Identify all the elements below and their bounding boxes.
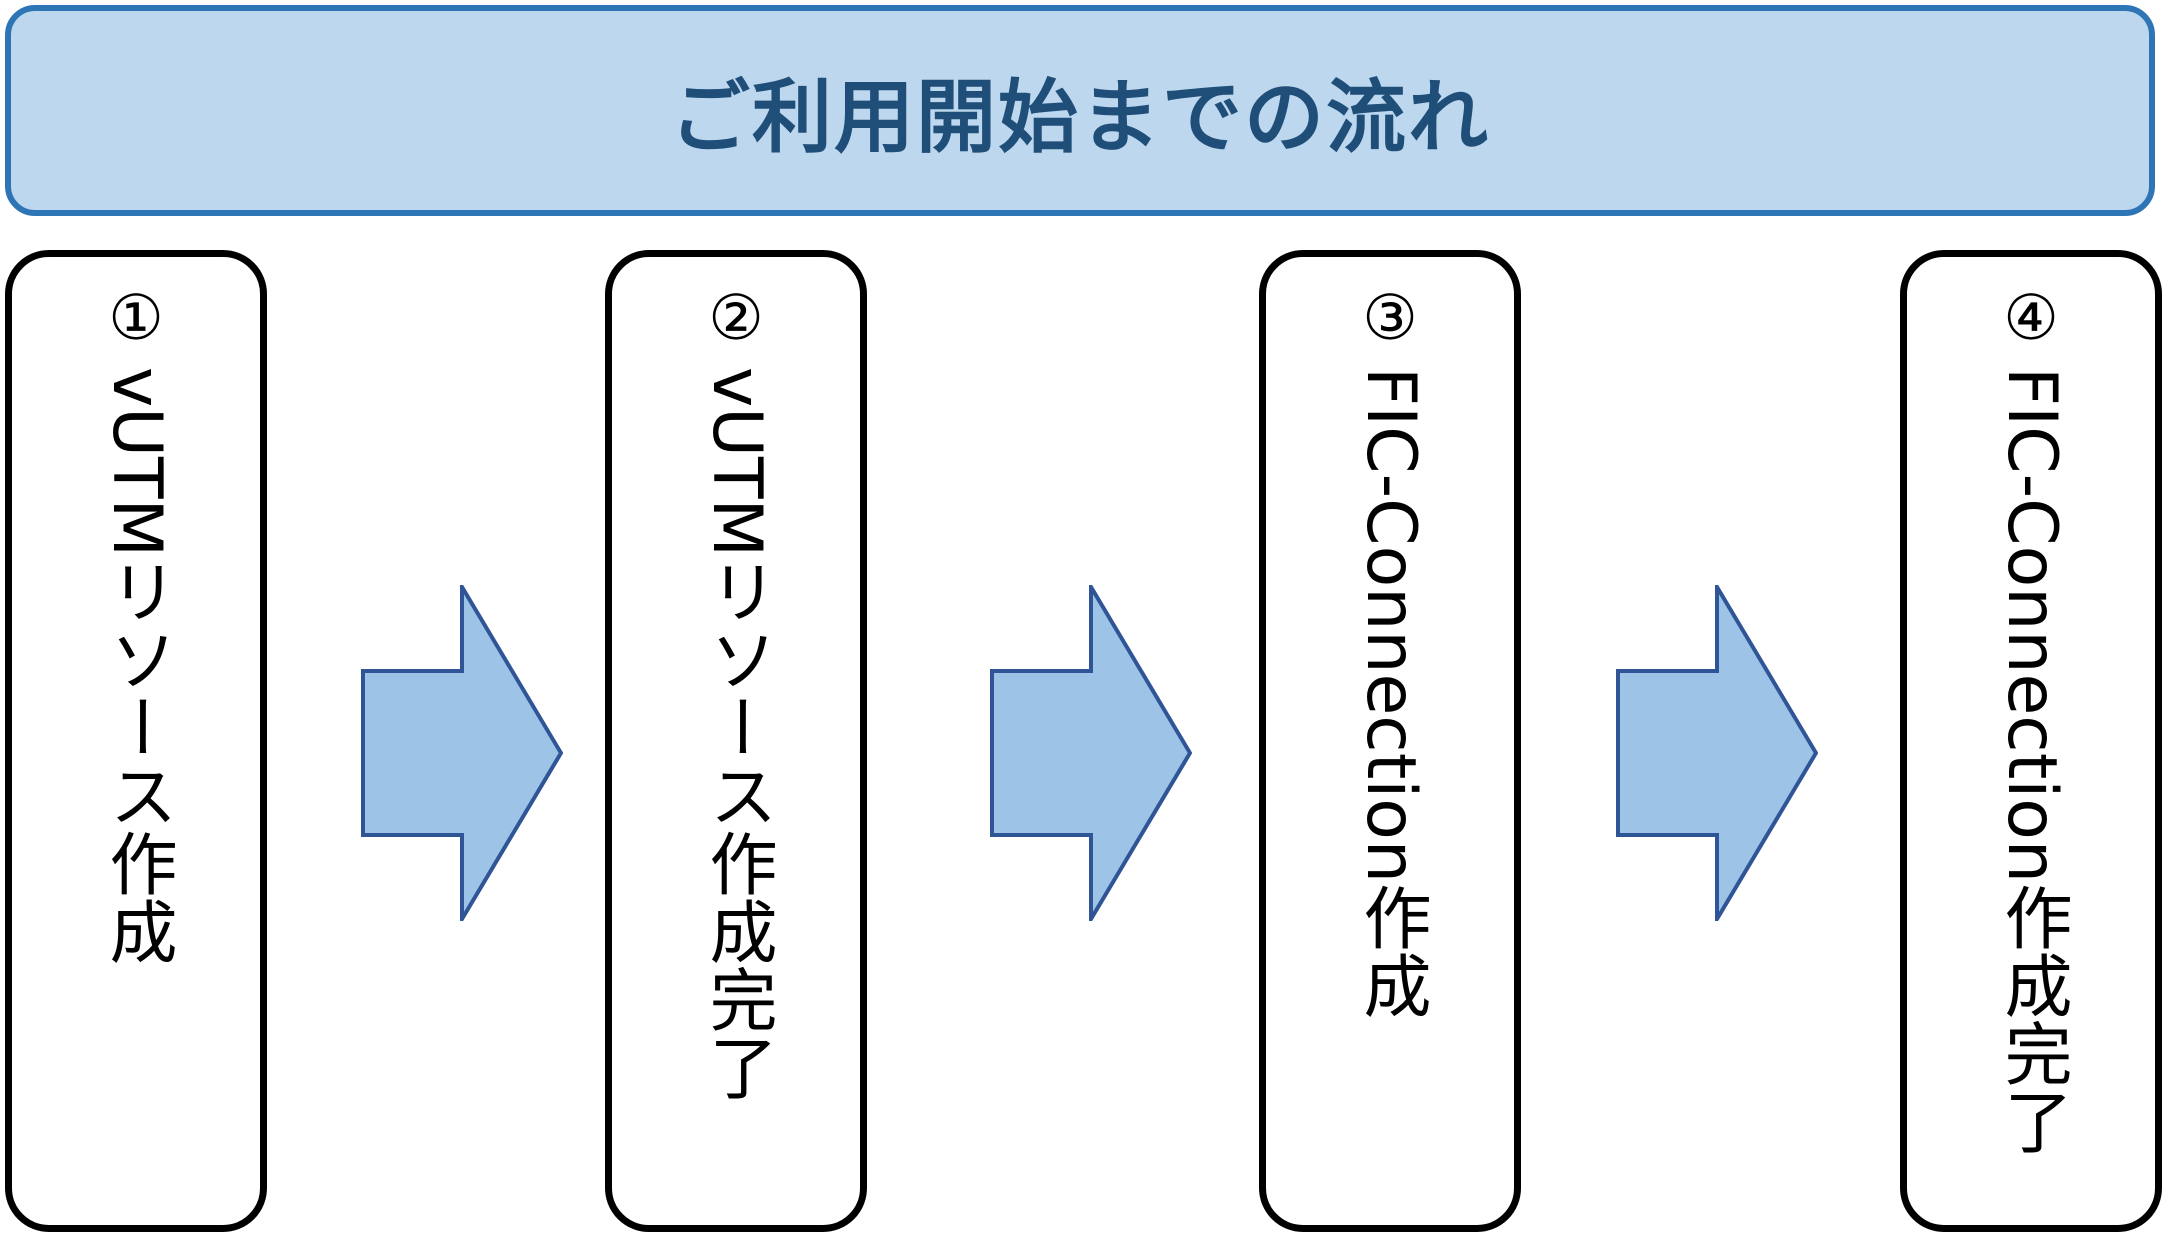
step-3-label: FIC-Connection作成	[1351, 367, 1430, 1019]
step-2-number: ②	[708, 281, 764, 354]
arrow-3-icon	[1616, 585, 1818, 921]
arrow-1-icon	[361, 585, 563, 921]
step-4-number: ④	[2003, 281, 2059, 354]
step-4-label: FIC-Connection作成完了	[1992, 367, 2071, 1155]
flow-header: ご利用開始までの流れ	[5, 5, 2155, 216]
step-1-box: ① vUTMリソース作成	[5, 250, 267, 1232]
step-4-box: ④ FIC-Connection作成完了	[1900, 250, 2162, 1232]
step-3-box: ③ FIC-Connection作成	[1259, 250, 1521, 1232]
step-3-number: ③	[1362, 281, 1418, 354]
step-2-label: vUTMリソース作成完了	[697, 367, 776, 1102]
flow-title: ご利用開始までの流れ	[670, 70, 1490, 164]
step-2-box: ② vUTMリソース作成完了	[605, 250, 867, 1232]
step-1-number: ①	[108, 281, 164, 354]
arrow-2-icon	[990, 585, 1192, 921]
step-1-label: vUTMリソース作成	[97, 367, 176, 966]
